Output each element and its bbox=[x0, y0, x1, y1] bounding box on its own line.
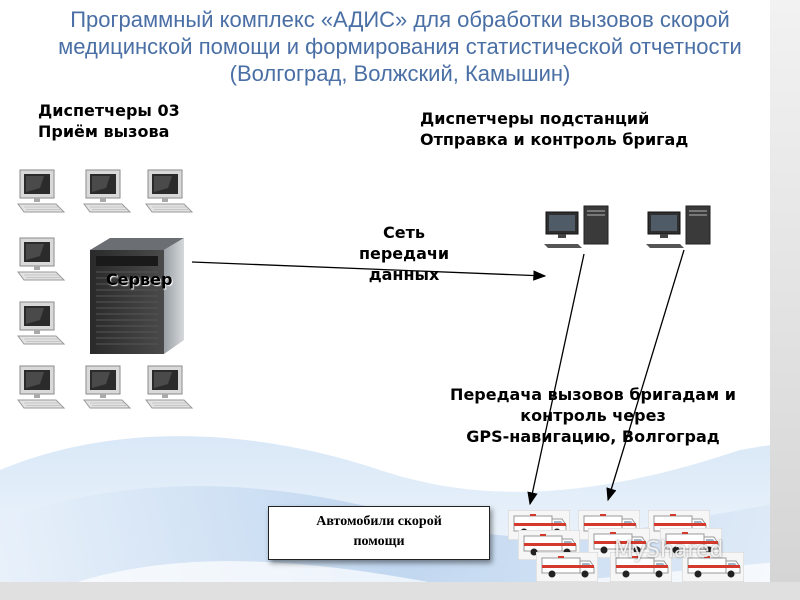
substation-dispatchers-label: Диспетчеры подстанций Отправка и контрол… bbox=[420, 108, 688, 150]
network-line-1: Сеть bbox=[383, 223, 425, 242]
desktop-computer-icon bbox=[646, 205, 711, 248]
network-line-2: передачи bbox=[358, 244, 450, 263]
server-tower-icon bbox=[90, 238, 184, 354]
ambulance-icon bbox=[609, 551, 673, 583]
monitor-icon bbox=[142, 364, 194, 410]
substation-dispatchers-line-1: Диспетчеры подстанций bbox=[420, 109, 650, 128]
title-line-2: медицинской помощи и формирования статис… bbox=[58, 34, 742, 59]
ambulance-icon bbox=[681, 551, 745, 583]
gps-line-1: Передача вызовов бригадам и bbox=[450, 385, 736, 404]
ambulances-caption-box: Автомобили скорой помощи bbox=[268, 506, 490, 560]
dispatchers-03-label: Диспетчеры 03 Приём вызова bbox=[38, 100, 180, 142]
monitor-icon bbox=[14, 364, 66, 410]
title-line-1: Программный комплекс «АДИС» для обработк… bbox=[70, 7, 730, 32]
watermark: MyShared bbox=[614, 538, 724, 563]
gps-label: Передача вызовов бригадам и контроль чер… bbox=[448, 384, 738, 447]
network-label: Сеть передачи данных bbox=[358, 222, 450, 285]
slide-title: Программный комплекс «АДИС» для обработк… bbox=[20, 6, 780, 87]
monitor-icon bbox=[142, 168, 194, 214]
ambulances-line-1: Автомобили скорой bbox=[316, 514, 442, 529]
substation-dispatchers-line-2: Отправка и контроль бригад bbox=[420, 130, 689, 149]
dispatchers-03-line-1: Диспетчеры 03 bbox=[38, 101, 180, 120]
network-line-3: данных bbox=[368, 265, 440, 284]
monitor-icon bbox=[14, 236, 66, 282]
monitor-icon bbox=[14, 168, 66, 214]
monitor-icon bbox=[80, 364, 132, 410]
gps-line-3: GPS-навигацию, Волгоград bbox=[466, 427, 720, 446]
monitor-icon bbox=[14, 300, 66, 346]
ambulance-icon bbox=[535, 551, 599, 583]
title-line-3: (Волгоград, Волжский, Камышин) bbox=[229, 61, 571, 86]
ambulances-line-2: помощи bbox=[353, 534, 405, 549]
monitor-icon bbox=[80, 168, 132, 214]
desktop-computer-icon bbox=[544, 205, 609, 248]
gps-line-2: контроль через bbox=[520, 406, 666, 425]
server-label: Сервер bbox=[106, 270, 173, 289]
dispatchers-03-line-2: Приём вызова bbox=[38, 122, 170, 141]
